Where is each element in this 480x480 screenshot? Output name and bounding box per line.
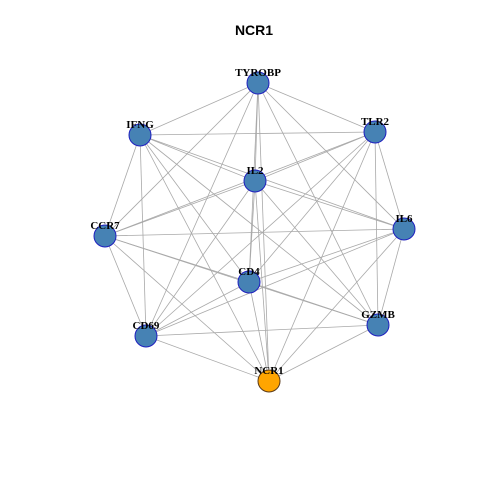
edge-il2-ccr7	[104, 180, 256, 237]
node-ifng: IFNG	[126, 119, 154, 147]
node-label-il6: IL6	[395, 213, 413, 225]
edge-ifng-il2	[139, 134, 256, 182]
edge-tlr2-ifng	[139, 131, 376, 136]
node-label-il2: IL2	[246, 165, 264, 177]
edge-tlr2-gzmb	[374, 131, 379, 326]
node-circle-ncr1	[257, 369, 281, 393]
edge-ifng-il6	[139, 134, 405, 230]
edge-cd4-gzmb	[248, 281, 379, 326]
node-tyrobp: TYROBP	[235, 67, 281, 95]
node-circle-ifng	[128, 123, 152, 147]
node-label-cd69: CD69	[133, 320, 160, 332]
node-cd4: CD4	[237, 266, 261, 294]
edge-il2-cd69	[145, 180, 256, 337]
edge-tlr2-il2	[254, 131, 376, 182]
edge-il2-cd4	[248, 180, 256, 283]
node-cd69: CD69	[133, 320, 160, 348]
edge-ifng-cd4	[139, 134, 250, 283]
node-circle-cd4	[237, 270, 261, 294]
edge-gzmb-ncr1	[268, 324, 379, 382]
edge-cd69-ncr1	[145, 335, 270, 382]
node-label-tyrobp: TYROBP	[235, 67, 281, 79]
node-circle-il6	[392, 217, 416, 241]
node-circle-ccr7	[93, 224, 117, 248]
edge-ifng-ccr7	[104, 134, 141, 237]
edge-il2-ncr1	[254, 180, 270, 382]
node-ccr7: CCR7	[90, 220, 120, 248]
node-label-ifng: IFNG	[126, 119, 154, 131]
edge-ccr7-ncr1	[104, 235, 270, 382]
node-label-ccr7: CCR7	[90, 220, 120, 232]
node-label-ncr1: NCR1	[254, 365, 283, 377]
edge-il2-il6	[254, 180, 405, 230]
edge-cd4-ncr1	[248, 281, 270, 382]
edge-tlr2-ccr7	[104, 131, 376, 237]
node-circle-gzmb	[366, 313, 390, 337]
edge-il6-cd69	[145, 228, 405, 337]
diagram-title: NCR1	[235, 22, 273, 38]
node-circle-cd69	[134, 324, 158, 348]
edge-tlr2-cd69	[145, 131, 376, 337]
edge-tlr2-cd4	[248, 131, 376, 283]
edge-il2-gzmb	[254, 180, 379, 326]
edge-tyrobp-gzmb	[257, 82, 379, 326]
edge-il6-ncr1	[268, 228, 405, 382]
node-label-tlr2: TLR2	[361, 116, 390, 128]
node-gzmb: GZMB	[361, 309, 395, 337]
edge-tyrobp-ccr7	[104, 82, 259, 237]
node-il6: IL6	[392, 213, 416, 241]
node-label-gzmb: GZMB	[361, 309, 395, 321]
node-circle-tyrobp	[246, 71, 270, 95]
edge-ifng-ncr1	[139, 134, 270, 382]
edge-ifng-gzmb	[139, 134, 379, 326]
node-ncr1: NCR1	[254, 365, 284, 393]
node-il2: IL2	[243, 165, 267, 193]
edge-tyrobp-cd69	[145, 82, 259, 337]
edge-cd4-cd69	[145, 281, 250, 337]
edge-tyrobp-ifng	[139, 82, 259, 136]
edge-il6-cd4	[248, 228, 405, 283]
node-tlr2: TLR2	[361, 116, 390, 144]
edge-tyrobp-tlr2	[257, 82, 376, 133]
edge-tlr2-ncr1	[268, 131, 376, 382]
node-circle-tlr2	[363, 120, 387, 144]
edge-ccr7-il6	[104, 228, 405, 237]
edge-ccr7-cd69	[104, 235, 147, 337]
edge-tlr2-il6	[374, 131, 405, 230]
edge-cd69-gzmb	[145, 324, 379, 337]
edge-layer	[104, 82, 405, 382]
edge-il6-gzmb	[377, 228, 405, 326]
edge-tyrobp-il6	[257, 82, 405, 230]
node-label-cd4: CD4	[238, 266, 260, 278]
node-circle-il2	[243, 169, 267, 193]
